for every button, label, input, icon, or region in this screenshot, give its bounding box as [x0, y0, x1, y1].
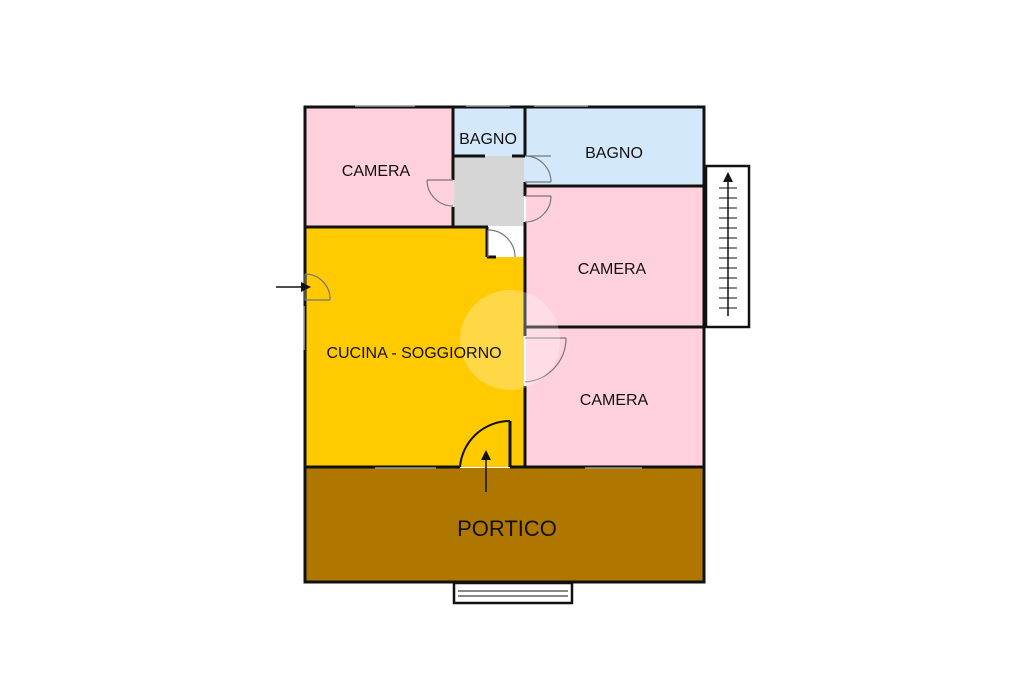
label-camera-nw: CAMERA [342, 163, 411, 180]
label-bagno-small: BAGNO [459, 131, 517, 148]
room-portico [306, 468, 704, 581]
staircase [704, 164, 751, 329]
room-camera-e [526, 186, 704, 327]
entrance-door [459, 419, 511, 468]
label-camera-se: CAMERA [580, 392, 649, 409]
room-corridoio [454, 156, 524, 226]
label-bagno-ne: BAGNO [585, 145, 643, 162]
room-camera-nw [306, 108, 454, 226]
door-swings [304, 155, 567, 383]
interior-walls [305, 107, 704, 469]
room-bagno-small [454, 108, 524, 156]
entry-arrow-bottom [481, 450, 491, 492]
room-cucina-soggiorno [306, 227, 524, 467]
windows [303, 105, 642, 469]
room-camera-se [526, 327, 704, 467]
room-bagno-ne [524, 108, 704, 186]
label-portico: PORTICO [457, 516, 557, 541]
label-camera-e: CAMERA [578, 261, 647, 278]
entrance-step [452, 581, 574, 605]
watermark-logo [460, 290, 560, 390]
entry-arrow-left [276, 282, 311, 292]
label-cucina-soggiorno: CUCINA - SOGGIORNO [326, 345, 501, 362]
